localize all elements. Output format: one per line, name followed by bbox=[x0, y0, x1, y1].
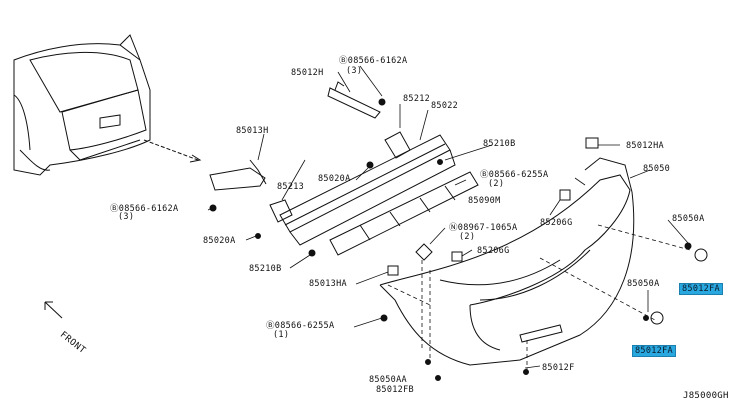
label-85210B-lower: 85210B bbox=[249, 264, 282, 274]
label-85206G-lower: 85206G bbox=[477, 246, 510, 256]
label-85012HA: 85012HA bbox=[626, 141, 664, 151]
label-85210B-upper: 85210B bbox=[483, 139, 516, 149]
label-85013H: 85013H bbox=[236, 126, 269, 136]
front-arrow-icon bbox=[44, 301, 63, 319]
label-08566-6162A-top: Ⓑ08566-6162A bbox=[339, 56, 408, 66]
label-qty-3-left: (3) bbox=[118, 212, 135, 222]
label-85012FA-lower-highlight[interactable]: 85012FA bbox=[632, 345, 676, 357]
bumper-reinforcement-drawing bbox=[279, 134, 456, 246]
label-08566-6255A-bottom: Ⓑ08566-6255A bbox=[266, 321, 335, 331]
label-08566-6255A-right: Ⓑ08566-6255A bbox=[480, 170, 549, 180]
side-bracket-drawings bbox=[209, 81, 411, 223]
label-85213: 85213 bbox=[277, 182, 305, 192]
vehicle-rear-illustration bbox=[13, 34, 202, 176]
label-85012H: 85012H bbox=[291, 68, 324, 78]
label-08566-6162A-left: Ⓑ08566-6162A bbox=[110, 204, 179, 214]
label-85050AA: 85050AA bbox=[369, 375, 407, 385]
energy-absorber-drawing bbox=[329, 171, 479, 256]
label-85012FB: 85012FB bbox=[376, 385, 414, 395]
dashed-guide-lines bbox=[387, 224, 691, 372]
label-85012FA-right-highlight[interactable]: 85012FA bbox=[679, 283, 723, 295]
label-85050: 85050 bbox=[643, 164, 671, 174]
label-85022: 85022 bbox=[431, 101, 459, 111]
label-qty-3-top: (3) bbox=[346, 66, 363, 76]
label-qty-2: (2) bbox=[459, 232, 476, 242]
diagram-reference-code: J85000GH bbox=[683, 391, 729, 401]
label-85206G-upper: 85206G bbox=[540, 218, 573, 228]
clip-drawings bbox=[387, 137, 708, 325]
label-qty-1: (1) bbox=[273, 330, 290, 340]
label-qty-2-right: (2) bbox=[488, 179, 505, 189]
label-85050A-right: 85050A bbox=[672, 214, 705, 224]
label-85212: 85212 bbox=[403, 94, 431, 104]
label-08967-1065A: Ⓝ08967-1065A bbox=[449, 223, 518, 233]
label-85012F: 85012F bbox=[542, 363, 575, 373]
bumper-fascia-drawing bbox=[379, 157, 635, 366]
label-85020A-lower: 85020A bbox=[203, 236, 236, 246]
leader-lines bbox=[207, 65, 689, 369]
label-85013HA: 85013HA bbox=[309, 279, 347, 289]
label-85020A-upper: 85020A bbox=[318, 174, 351, 184]
label-85090M: 85090M bbox=[468, 196, 501, 206]
label-85050A-lower: 85050A bbox=[627, 279, 660, 289]
